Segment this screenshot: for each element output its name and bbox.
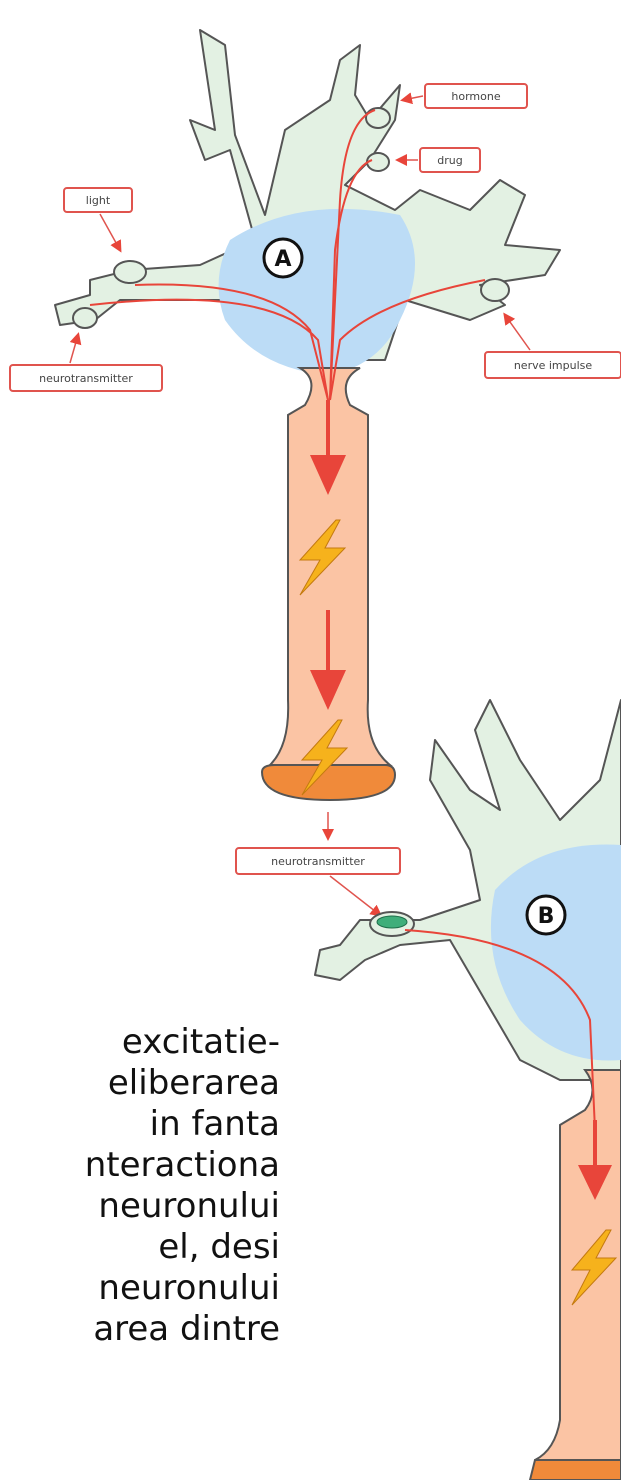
- svg-text:neurotransmitter: neurotransmitter: [271, 855, 365, 868]
- svg-text:nerve impulse: nerve impulse: [514, 359, 593, 372]
- neurotransmitter-molecule: [377, 916, 407, 928]
- neuron-b: B: [315, 700, 621, 1480]
- text-line: nteractiona: [0, 1145, 280, 1186]
- svg-text:neurotransmitter: neurotransmitter: [39, 372, 133, 385]
- receptor-nerve-impulse: [481, 279, 509, 301]
- neuron-a-terminal: [262, 765, 395, 800]
- text-line: neuronului: [0, 1186, 280, 1227]
- receptor-neurotransmitter: [73, 308, 97, 328]
- label-nerve-impulse: nerve impulse: [485, 315, 621, 378]
- label-neurotransmitter-top: neurotransmitter: [10, 335, 162, 391]
- svg-text:light: light: [86, 194, 111, 207]
- text-line: el, desi: [0, 1227, 280, 1268]
- label-hormone: hormone: [403, 84, 527, 108]
- receptor-hormone: [366, 108, 390, 128]
- neuron-b-letter: B: [538, 904, 555, 929]
- neuron-a: A: [55, 30, 560, 800]
- text-line: eliberarea: [0, 1063, 280, 1104]
- receptor-drug: [367, 153, 389, 171]
- text-line: neuronului: [0, 1268, 280, 1309]
- text-line: area dintre: [0, 1309, 280, 1350]
- svg-text:drug: drug: [437, 154, 462, 167]
- receptor-light: [114, 261, 146, 283]
- text-line: in fanta: [0, 1104, 280, 1145]
- text-line: excitatie-: [0, 1022, 280, 1063]
- overlay-text: excitatie- eliberarea in fanta nteractio…: [0, 1022, 280, 1350]
- neuron-b-terminal: [530, 1460, 621, 1480]
- label-drug: drug: [398, 148, 480, 172]
- label-neurotransmitter-mid: neurotransmitter: [236, 848, 400, 915]
- svg-text:hormone: hormone: [451, 90, 500, 103]
- neuron-a-letter: A: [274, 247, 291, 272]
- label-light: light: [64, 188, 132, 250]
